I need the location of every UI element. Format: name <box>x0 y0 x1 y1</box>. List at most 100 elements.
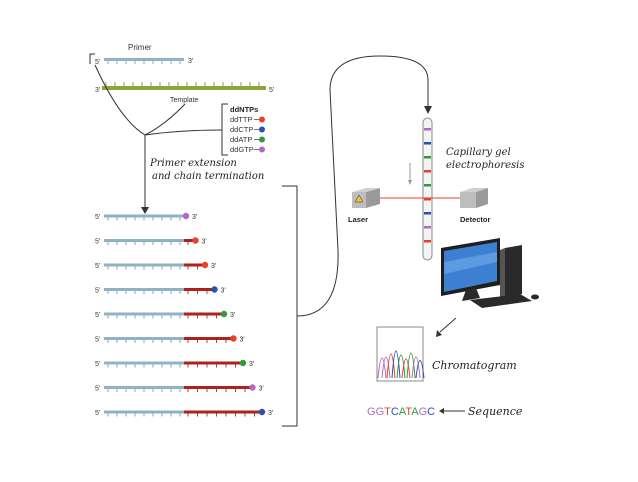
capillary-band <box>424 226 431 229</box>
capillary-label-1: Capillary gel <box>446 147 511 158</box>
capillary-band <box>424 142 431 145</box>
chromatogram-label: Chromatogram <box>432 359 517 372</box>
fragment-3prime: 3' <box>221 288 226 295</box>
primer-5prime: 5' <box>95 59 100 66</box>
template-5prime: 5' <box>269 87 274 94</box>
fragment-1: 5'3' <box>95 212 197 221</box>
capillary-band <box>424 198 431 201</box>
terminator-ddttp <box>230 335 237 342</box>
line-from-primer <box>94 64 146 136</box>
terminator-ddgtp <box>182 212 190 220</box>
fragment-4: 5' 3' <box>95 286 226 295</box>
primer-extension-label-2: and chain termination <box>152 171 264 182</box>
fragment-3: 5'3' <box>95 261 216 270</box>
fragment-6: 5'3' <box>95 335 245 344</box>
line-from-template <box>144 103 186 136</box>
chromatogram-peaks <box>377 350 425 379</box>
arrowhead-chromatogram <box>436 330 442 337</box>
fragment-3prime: 3' <box>211 263 216 270</box>
fragment-primer <box>104 337 184 340</box>
capillary-band <box>424 156 431 159</box>
fragment-primer <box>104 361 184 365</box>
laser-top <box>352 188 380 192</box>
connector-to-capillary <box>296 55 429 317</box>
fragment-primer <box>104 386 184 389</box>
sequence-arrowhead <box>439 408 444 414</box>
sequence-base: G <box>419 406 428 418</box>
fragment-extension <box>184 386 251 389</box>
fragment-3prime: 3' <box>202 239 207 246</box>
template-label: Template <box>170 97 199 104</box>
fragment-8: 5'3' <box>95 384 264 393</box>
fragment-5prime: 5' <box>95 361 100 368</box>
monitor-stand <box>462 288 480 301</box>
mouse <box>531 294 539 300</box>
fragment-5prime: 5' <box>95 288 100 295</box>
capillary-bands <box>424 128 431 243</box>
fragment-primer <box>104 239 184 242</box>
ddntp-label-ddgtp: ddGTP <box>230 145 254 154</box>
primer-extension-label-1: Primer extension <box>149 158 237 169</box>
fragment-5prime: 5' <box>95 239 100 246</box>
fragment-5prime: 5' <box>95 386 100 393</box>
primer-3prime: 3' <box>188 58 193 65</box>
ddntps-bracket <box>221 103 228 156</box>
template-ticks <box>105 82 260 86</box>
chromatogram-peak <box>411 356 421 379</box>
primer-bracket <box>89 53 95 64</box>
chromatogram-peak <box>377 357 387 379</box>
primer-strand <box>104 58 184 61</box>
ddntp-dot-ddatp <box>259 136 265 143</box>
ddntp-label-ddttp: ddTTP <box>230 115 253 124</box>
detector-device: Detector <box>460 188 491 224</box>
fragments-to-capillary-connector <box>282 55 432 427</box>
fragment-extension <box>184 288 213 291</box>
fragment-9: 5'3' <box>95 408 273 417</box>
capillary-label-2: electrophoresis <box>446 160 524 171</box>
ddntps-title: ddNTPs <box>230 105 258 114</box>
capillary-band <box>424 170 431 173</box>
chromatogram-panel <box>376 326 425 382</box>
fragment-7: 5' 3' <box>95 359 254 368</box>
migration-arrowhead <box>408 180 412 185</box>
converging-arrows <box>94 64 223 214</box>
laser-side <box>366 188 380 208</box>
ddntp-dot-ddttp <box>259 116 265 123</box>
line-from-ddntps <box>144 129 223 136</box>
chromatogram-peak <box>386 353 396 379</box>
ddntp-dot-ddgtp <box>259 146 265 153</box>
fragment-primer <box>104 263 184 267</box>
capillary-body <box>422 117 433 261</box>
template-strand <box>102 86 266 90</box>
fragment-primer <box>104 214 184 218</box>
chromatogram-peak <box>396 354 406 379</box>
fragment-primer <box>104 288 184 291</box>
fragments-bracket <box>282 185 298 427</box>
primer-template-group: Primer 5' 3' 3' 5' Template <box>89 43 274 104</box>
sequence-base: G <box>376 406 385 418</box>
capillary-band <box>424 212 431 215</box>
detector-label: Detector <box>460 215 491 224</box>
ddntp-dot-ddctp <box>259 126 265 133</box>
terminator-ddgtp <box>249 384 256 391</box>
screen-glare <box>444 252 497 274</box>
fragment-5prime: 5' <box>95 312 100 319</box>
fragment-5prime: 5' <box>95 410 100 417</box>
fragment-3prime: 3' <box>249 361 254 368</box>
computer-icon <box>441 238 539 308</box>
fragment-3prime: 3' <box>230 312 235 319</box>
detector-front <box>460 192 476 208</box>
ddntp-label-ddctp: ddCTP <box>230 125 253 134</box>
fragment-primer <box>104 410 184 414</box>
fragment-extension <box>184 337 232 340</box>
template-3prime: 3' <box>95 87 100 94</box>
sequence-base: T <box>384 406 391 418</box>
fragment-primer <box>104 312 184 316</box>
sequence-base: T <box>405 406 412 418</box>
sequence-base: A <box>411 406 419 418</box>
sequence-base: G <box>367 406 376 418</box>
fragment-5prime: 5' <box>95 337 100 344</box>
